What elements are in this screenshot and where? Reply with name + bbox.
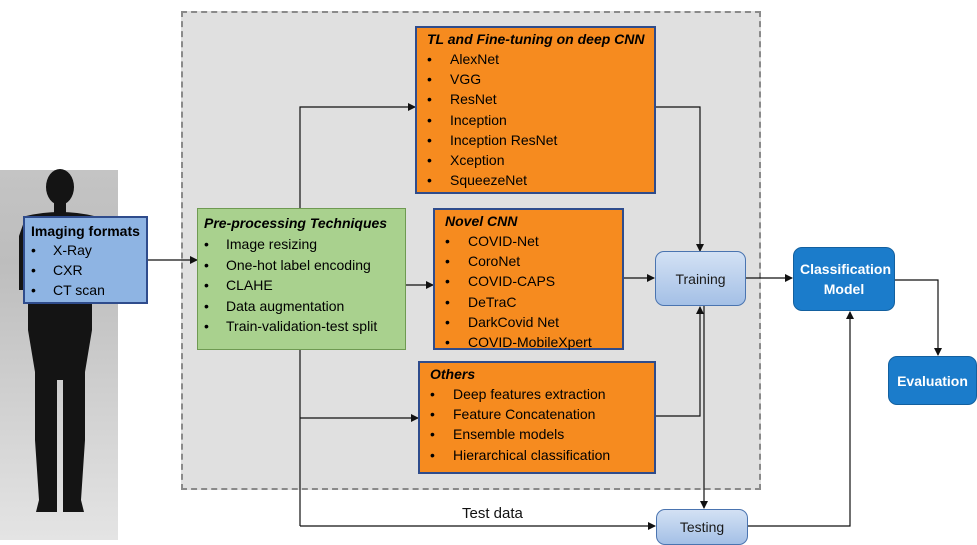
list-item: DarkCovid Net: [445, 312, 616, 332]
list-item: CXR: [31, 260, 140, 280]
list-item: Inception: [427, 110, 648, 130]
classification-model-node: Classification Model: [793, 247, 895, 311]
training-label: Training: [675, 270, 726, 287]
list-item: Ensemble models: [430, 424, 648, 444]
preprocessing-list: Image resizing One-hot label encoding CL…: [204, 234, 399, 337]
tl-finetuning-box: TL and Fine-tuning on deep CNN AlexNet V…: [415, 26, 656, 194]
imaging-formats-list: X-Ray CXR CT scan: [31, 240, 140, 300]
list-item: Data augmentation: [204, 296, 399, 317]
list-item: Hierarchical classification: [430, 445, 648, 465]
list-item: One-hot label encoding: [204, 255, 399, 276]
list-item: COVID-Net: [445, 231, 616, 251]
evaluation-label: Evaluation: [897, 372, 968, 389]
novel-cnn-list: COVID-Net CoroNet COVID-CAPS DeTraC Dark…: [445, 231, 616, 352]
testing-label: Testing: [679, 519, 725, 535]
list-item: Deep features extraction: [430, 384, 648, 404]
list-item: DeTraC: [445, 292, 616, 312]
list-item: Inception ResNet: [427, 130, 648, 150]
list-item: X-Ray: [31, 240, 140, 260]
evaluation-node: Evaluation: [888, 356, 977, 405]
testing-node: Testing: [656, 509, 748, 545]
list-item: COVID-MobileXpert: [445, 332, 616, 352]
others-list: Deep features extraction Feature Concate…: [430, 384, 648, 465]
list-item: SqueezeNet: [427, 170, 648, 190]
list-item: AlexNet: [427, 49, 648, 69]
list-item: CLAHE: [204, 275, 399, 296]
list-item: Train-validation-test split: [204, 316, 399, 337]
imaging-formats-box: Imaging formats X-Ray CXR CT scan: [23, 216, 148, 304]
preprocessing-title: Pre-processing Techniques: [204, 215, 388, 231]
list-item: CT scan: [31, 280, 140, 300]
classification-model-label: Classification Model: [800, 261, 892, 297]
list-item: ResNet: [427, 89, 648, 109]
test-data-label: Test data: [462, 505, 523, 522]
others-box: Others Deep features extraction Feature …: [418, 361, 656, 474]
list-item: VGG: [427, 69, 648, 89]
list-item: Image resizing: [204, 234, 399, 255]
novel-cnn-box: Novel CNN COVID-Net CoroNet COVID-CAPS D…: [433, 208, 624, 352]
list-item: CoroNet: [445, 251, 616, 271]
list-item: Feature Concatenation: [430, 404, 648, 424]
others-title: Others: [430, 366, 476, 382]
training-node: Training: [655, 251, 746, 306]
preprocessing-box: Pre-processing Techniques Image resizing…: [197, 208, 406, 350]
novel-cnn-title: Novel CNN: [445, 213, 518, 229]
tl-finetuning-list: AlexNet VGG ResNet Inception Inception R…: [427, 49, 648, 191]
list-item: COVID-CAPS: [445, 271, 616, 291]
tl-finetuning-title: TL and Fine-tuning on deep CNN: [427, 31, 645, 47]
list-item: Xception: [427, 150, 648, 170]
imaging-formats-title: Imaging formats: [31, 223, 140, 239]
